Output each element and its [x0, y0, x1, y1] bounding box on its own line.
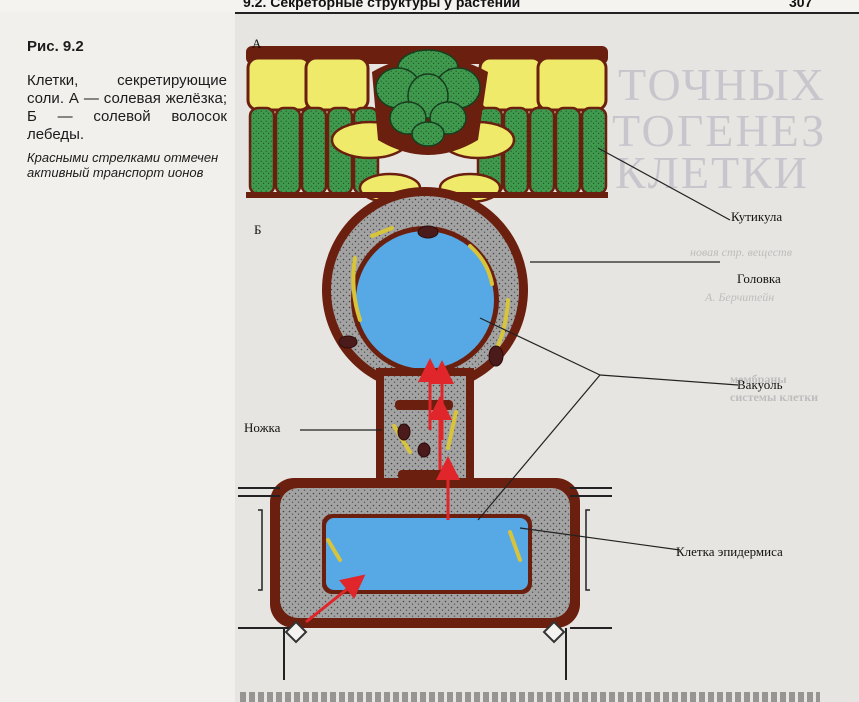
- panel-b-label: Б: [254, 222, 262, 237]
- page-number: 307: [789, 0, 813, 10]
- ghost-right-4: системы клетки: [730, 390, 819, 404]
- figure-caption: Клетки, секретирующие соли. А — солевая …: [27, 72, 227, 143]
- panel-b-hair: [238, 147, 739, 680]
- bottom-text-strip: [240, 692, 820, 702]
- panel-a-gland: [246, 46, 608, 204]
- caption-column: [0, 12, 235, 702]
- ghost-right-2: А. Берчитейн: [705, 290, 775, 304]
- label-head: Головка: [737, 271, 781, 286]
- label-stalk: Ножка: [244, 420, 281, 435]
- label-cuticle: Кутикула: [731, 209, 783, 224]
- page-header: 9.2. Секреторные структуры у растений 30…: [0, 0, 859, 14]
- panel-a-label: А: [252, 36, 262, 51]
- ghost-right-3: мембраны: [730, 372, 787, 386]
- figure-label: Рис. 9.2: [27, 38, 84, 55]
- ghost-right-1: новая стр. веществ: [690, 245, 792, 259]
- label-epidermal-cell: Клетка эпидермиса: [676, 544, 783, 559]
- label-vacuole: Вакуоль: [737, 377, 783, 392]
- ghost-heading-1: ТОЧНЫХ: [618, 59, 827, 110]
- ghost-heading-2: ТОГЕНЕЗ: [612, 105, 827, 156]
- figure-note: Красными стрелками отмечен активный тран…: [27, 150, 219, 180]
- page-header-title: 9.2. Секреторные структуры у растений: [243, 0, 521, 10]
- ghost-heading-3: КЛЕТКИ: [615, 147, 809, 198]
